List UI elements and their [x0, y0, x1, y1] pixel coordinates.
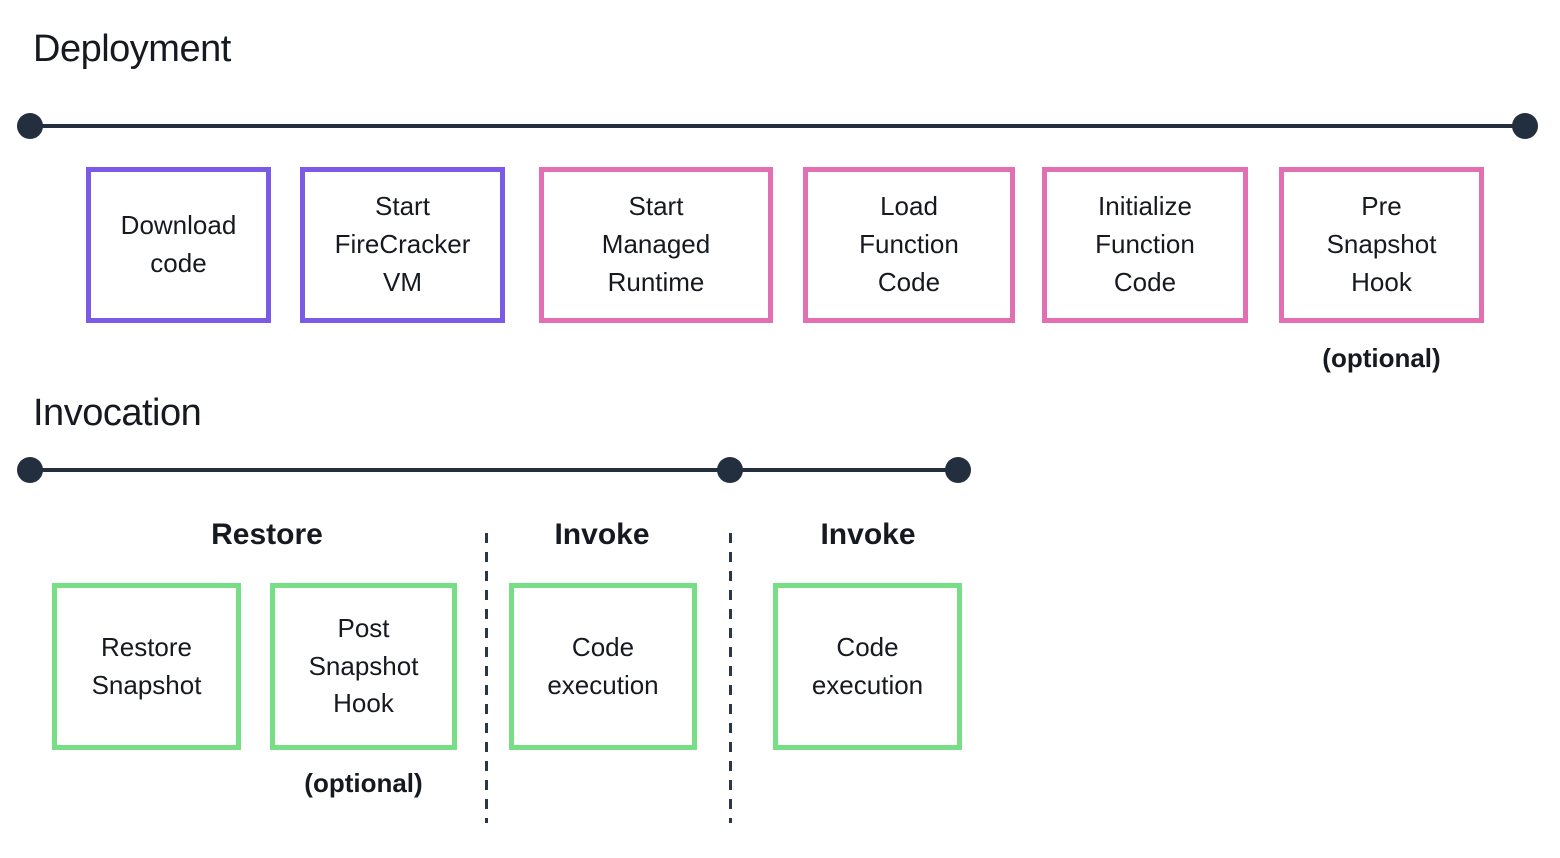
invocation-timeline	[30, 468, 958, 472]
step-label: Code execution	[811, 631, 924, 700]
step-label: Code execution	[547, 631, 659, 700]
invocation-step-code-execution-1: Code execution	[509, 583, 697, 750]
pre-snapshot-hook-optional-note: (optional)	[1322, 343, 1441, 373]
step-label: Initialize Function Code	[1095, 191, 1195, 297]
phase-label-restore: Restore	[211, 518, 323, 551]
step-label: Pre Snapshot Hook	[1326, 191, 1437, 297]
invocation-timeline-mid-dot	[717, 457, 743, 483]
invocation-section-title: Invocation	[33, 392, 202, 434]
step-label: Restore Snapshot	[91, 631, 202, 700]
phase-separator-2	[729, 533, 732, 823]
step-label: Load Function Code	[859, 191, 959, 297]
invocation-timeline-end-dot	[945, 457, 971, 483]
invocation-step-code-execution-2: Code execution	[773, 583, 962, 750]
phase-label-invoke-2: Invoke	[820, 518, 916, 551]
deployment-timeline-start-dot	[17, 113, 43, 139]
deployment-timeline	[30, 124, 1525, 128]
deployment-step-load-function-code: Load Function Code	[803, 167, 1015, 323]
invocation-timeline-start-dot	[17, 457, 43, 483]
deployment-step-download-code: Download code	[86, 167, 271, 323]
deployment-step-start-managed-runtime: Start Managed Runtime	[539, 167, 773, 323]
step-label: Start FireCracker VM	[334, 191, 471, 297]
deployment-timeline-end-dot	[1512, 113, 1538, 139]
step-label: Post Snapshot Hook	[308, 612, 419, 719]
post-snapshot-hook-optional-note: (optional)	[304, 768, 423, 798]
step-label: Start Managed Runtime	[601, 191, 711, 297]
deployment-step-start-firecracker-vm: Start FireCracker VM	[300, 167, 505, 323]
deployment-step-initialize-function-code: Initialize Function Code	[1042, 167, 1248, 323]
deployment-step-pre-snapshot-hook: Pre Snapshot Hook	[1279, 167, 1484, 323]
invocation-step-restore-snapshot: Restore Snapshot	[52, 583, 241, 750]
deployment-section-title: Deployment	[33, 28, 231, 70]
phase-label-invoke-1: Invoke	[554, 518, 650, 551]
invocation-step-post-snapshot-hook: Post Snapshot Hook	[270, 583, 457, 750]
phase-separator-1	[485, 533, 488, 823]
step-label: Download code	[120, 210, 237, 278]
